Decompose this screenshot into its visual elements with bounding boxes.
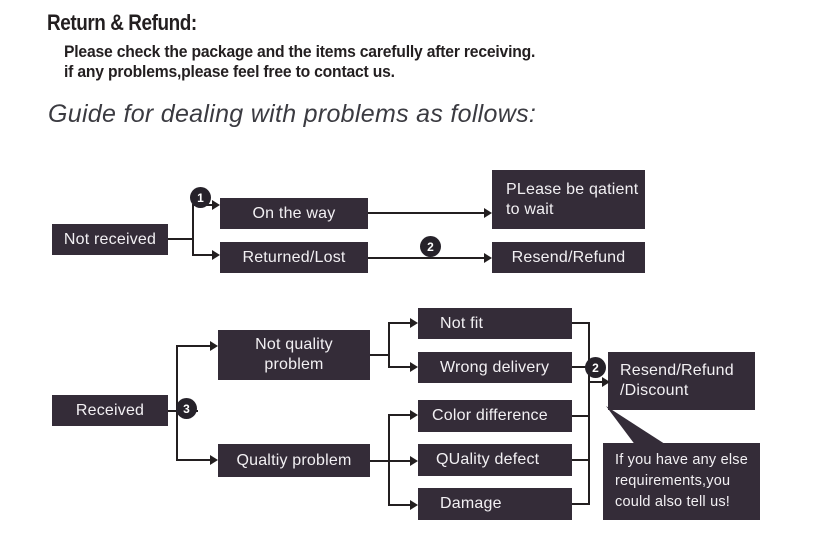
connector-returned-to-resend	[368, 257, 486, 259]
connector-to-quality-defect	[388, 460, 412, 462]
box-quality-defect: QUality defect	[418, 444, 572, 476]
connector-to-damage	[388, 504, 412, 506]
connector-to-not-quality	[176, 345, 212, 347]
result-line-1: Resend/Refund	[620, 362, 734, 379]
arrow-to-resend-refund	[484, 253, 492, 263]
note-line-2: requirements,you	[615, 472, 731, 489]
connector-quality-defect-out	[572, 459, 590, 461]
intro-line-2: if any problems,please feel free to cont…	[64, 63, 395, 81]
box-not-fit: Not fit	[418, 308, 572, 339]
page-title: Return & Refund:	[47, 10, 197, 35]
callout-tail-icon	[606, 406, 668, 446]
badge-step-1: 1	[190, 187, 211, 208]
box-received: Received	[52, 395, 168, 426]
arrow-to-quality-problem	[210, 455, 218, 465]
connector-to-returned-lost	[192, 254, 214, 256]
box-not-received: Not received	[52, 224, 168, 255]
box-please-be-patient: PLease be qatient to wait	[492, 170, 645, 229]
connector-to-wrong-delivery	[388, 366, 412, 368]
box-damage: Damage	[418, 488, 572, 520]
connector-not-received-split	[192, 204, 194, 256]
result-line-2: /Discount	[620, 382, 689, 399]
arrow-to-quality-defect	[410, 456, 418, 466]
arrow-to-wrong-delivery	[410, 362, 418, 372]
arrow-to-result	[602, 377, 610, 387]
connector-color-difference-out	[572, 415, 590, 417]
connector-merge-to-result	[588, 381, 606, 383]
connector-not-quality-bus	[388, 322, 390, 368]
note-line-3: could also tell us!	[615, 494, 731, 510]
arrow-to-damage	[410, 500, 418, 510]
connector-to-not-fit	[388, 322, 412, 324]
box-resend-refund-discount: Resend/Refund /Discount	[608, 352, 755, 410]
connector-not-received-stem	[168, 238, 194, 240]
guide-subtitle: Guide for dealing with problems as follo…	[48, 100, 537, 128]
connector-reasons-merge-bus	[588, 322, 590, 505]
connector-wrong-delivery-out	[572, 366, 590, 368]
box-qualtiy-problem: Qualtiy problem	[218, 444, 370, 477]
box-resend-refund: Resend/Refund	[492, 242, 645, 273]
arrow-to-not-quality	[210, 341, 218, 351]
box-returned-lost: Returned/Lost	[220, 242, 368, 273]
arrow-to-please-wait	[484, 208, 492, 218]
badge-step-2-top: 2	[420, 236, 441, 257]
arrow-to-not-fit	[410, 318, 418, 328]
box-wrong-delivery: Wrong delivery	[418, 352, 572, 383]
not-quality-problem-line-1: Not quality	[255, 336, 333, 353]
arrow-to-on-the-way	[212, 200, 220, 210]
box-not-quality-problem: Not quality problem	[218, 330, 370, 380]
badge-step-2-bottom: 2	[585, 357, 606, 378]
not-quality-problem-line-2: problem	[264, 356, 324, 373]
connector-not-fit-out	[572, 322, 590, 324]
box-color-difference: Color difference	[418, 400, 572, 432]
box-on-the-way: On the way	[220, 198, 368, 229]
note-line-1: If you have any else	[615, 451, 748, 468]
please-be-patient-line-2: to wait	[506, 200, 554, 218]
please-be-patient-line-1: PLease be qatient	[506, 180, 639, 198]
connector-on-the-way-to-wait	[368, 212, 486, 214]
connector-to-color-difference	[388, 414, 412, 416]
box-note: If you have any else requirements,you co…	[603, 443, 760, 520]
connector-to-quality-problem	[176, 459, 212, 461]
connector-qualtiy-out	[370, 460, 390, 462]
arrow-to-color-difference	[410, 410, 418, 420]
connector-not-quality-out	[370, 354, 390, 356]
intro-line-1: Please check the package and the items c…	[64, 43, 536, 61]
arrow-to-returned-lost	[212, 250, 220, 260]
connector-damage-out	[572, 503, 590, 505]
badge-step-3: 3	[176, 398, 197, 419]
